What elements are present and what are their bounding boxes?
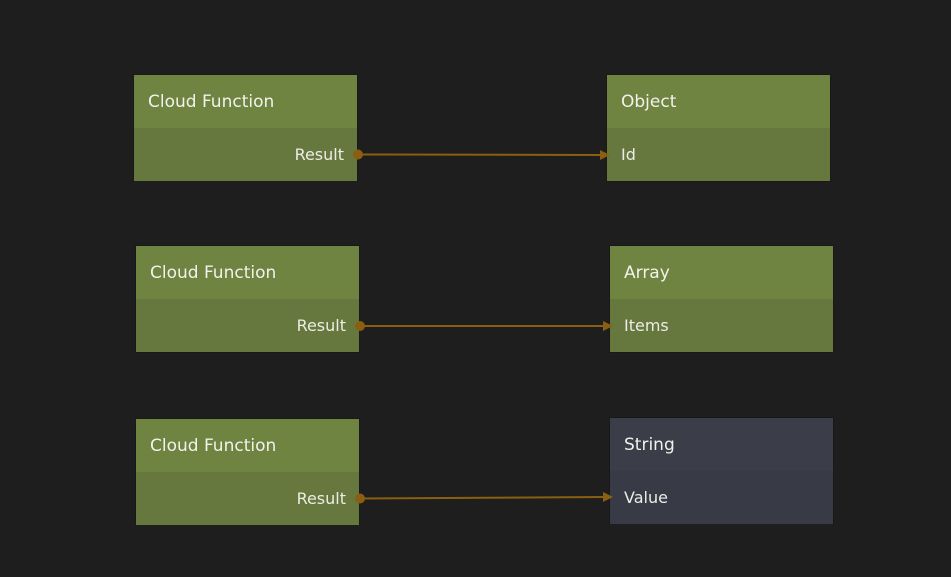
cloud-function-node-3[interactable]: Cloud Function Result bbox=[135, 418, 360, 525]
node-title: Cloud Function bbox=[136, 246, 359, 299]
input-port-items[interactable]: Items bbox=[610, 299, 833, 352]
input-port-value[interactable]: Value bbox=[610, 471, 833, 524]
connection-cf1-to-object-id[interactable] bbox=[353, 149, 610, 161]
node-title: Array bbox=[610, 246, 833, 299]
output-port-result[interactable]: Result bbox=[134, 128, 357, 181]
string-node[interactable]: String Value bbox=[609, 417, 834, 524]
connection-cf3-to-string-value[interactable] bbox=[355, 492, 613, 504]
node-title: Object bbox=[607, 75, 830, 128]
input-port-id[interactable]: Id bbox=[607, 128, 830, 181]
node-title: Cloud Function bbox=[136, 419, 359, 472]
array-node[interactable]: Array Items bbox=[609, 245, 834, 353]
output-port-result[interactable]: Result bbox=[136, 472, 359, 525]
node-title: String bbox=[610, 418, 833, 471]
connection-cf2-to-array-items[interactable] bbox=[355, 321, 613, 331]
output-port-result[interactable]: Result bbox=[136, 299, 359, 352]
node-title: Cloud Function bbox=[134, 75, 357, 128]
cloud-function-node-2[interactable]: Cloud Function Result bbox=[135, 245, 360, 353]
cloud-function-node-1[interactable]: Cloud Function Result bbox=[133, 74, 358, 181]
object-node[interactable]: Object Id bbox=[606, 74, 831, 182]
